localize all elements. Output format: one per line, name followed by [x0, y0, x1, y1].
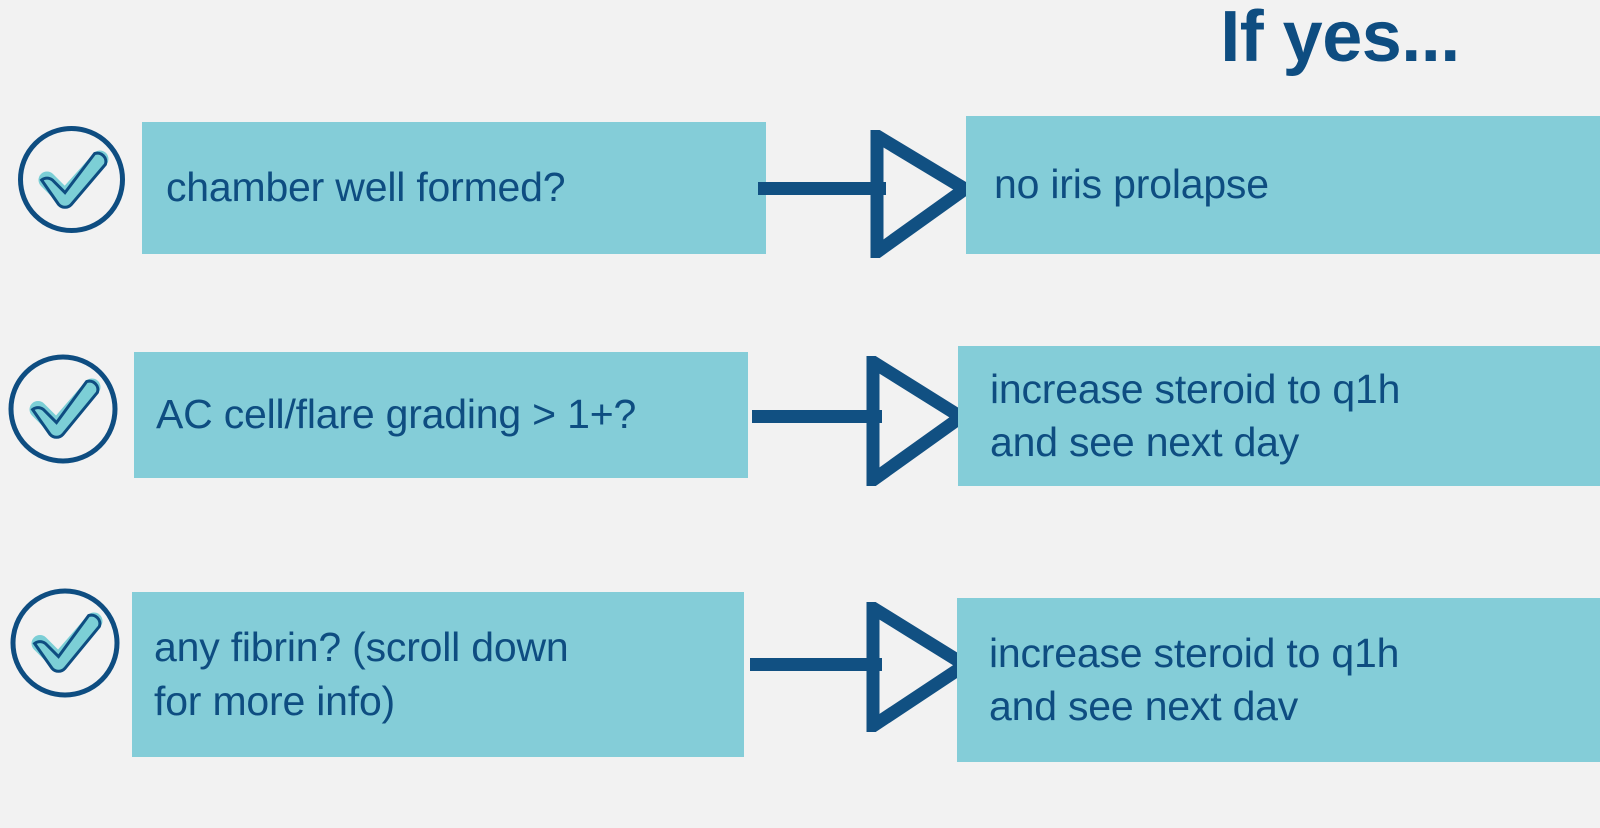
answer-text: increase steroid to q1h and see next dav — [989, 629, 1400, 729]
question-text: chamber well formed? — [166, 164, 566, 211]
checklist-row: any fibrin? (scroll down for more info) … — [0, 560, 1600, 775]
answer-box: no iris prolapse — [966, 116, 1600, 254]
checklist-row: AC cell/flare grading > 1+? increase ste… — [0, 330, 1600, 510]
page-title: If yes... — [1220, 0, 1460, 77]
question-box: any fibrin? (scroll down for more info) — [132, 592, 744, 757]
check-circle-icon — [6, 584, 124, 702]
answer-box: increase steroid to q1h and see next dav — [957, 598, 1600, 762]
check-circle-icon — [4, 350, 122, 468]
answer-box: increase steroid to q1h and see next day — [958, 346, 1600, 486]
checklist-row: chamber well formed? no iris prolapse — [0, 100, 1600, 280]
arrow-right-icon — [752, 356, 972, 486]
arrow-right-icon — [758, 130, 976, 258]
question-box: chamber well formed? — [142, 122, 766, 254]
question-text: any fibrin? (scroll down for more info) — [154, 624, 569, 724]
check-circle-icon — [14, 122, 129, 237]
question-box: AC cell/flare grading > 1+? — [134, 352, 748, 478]
question-text: AC cell/flare grading > 1+? — [156, 391, 637, 438]
answer-text: increase steroid to q1h and see next day — [990, 365, 1401, 465]
answer-text: no iris prolapse — [994, 161, 1269, 208]
arrow-right-icon — [750, 602, 976, 732]
